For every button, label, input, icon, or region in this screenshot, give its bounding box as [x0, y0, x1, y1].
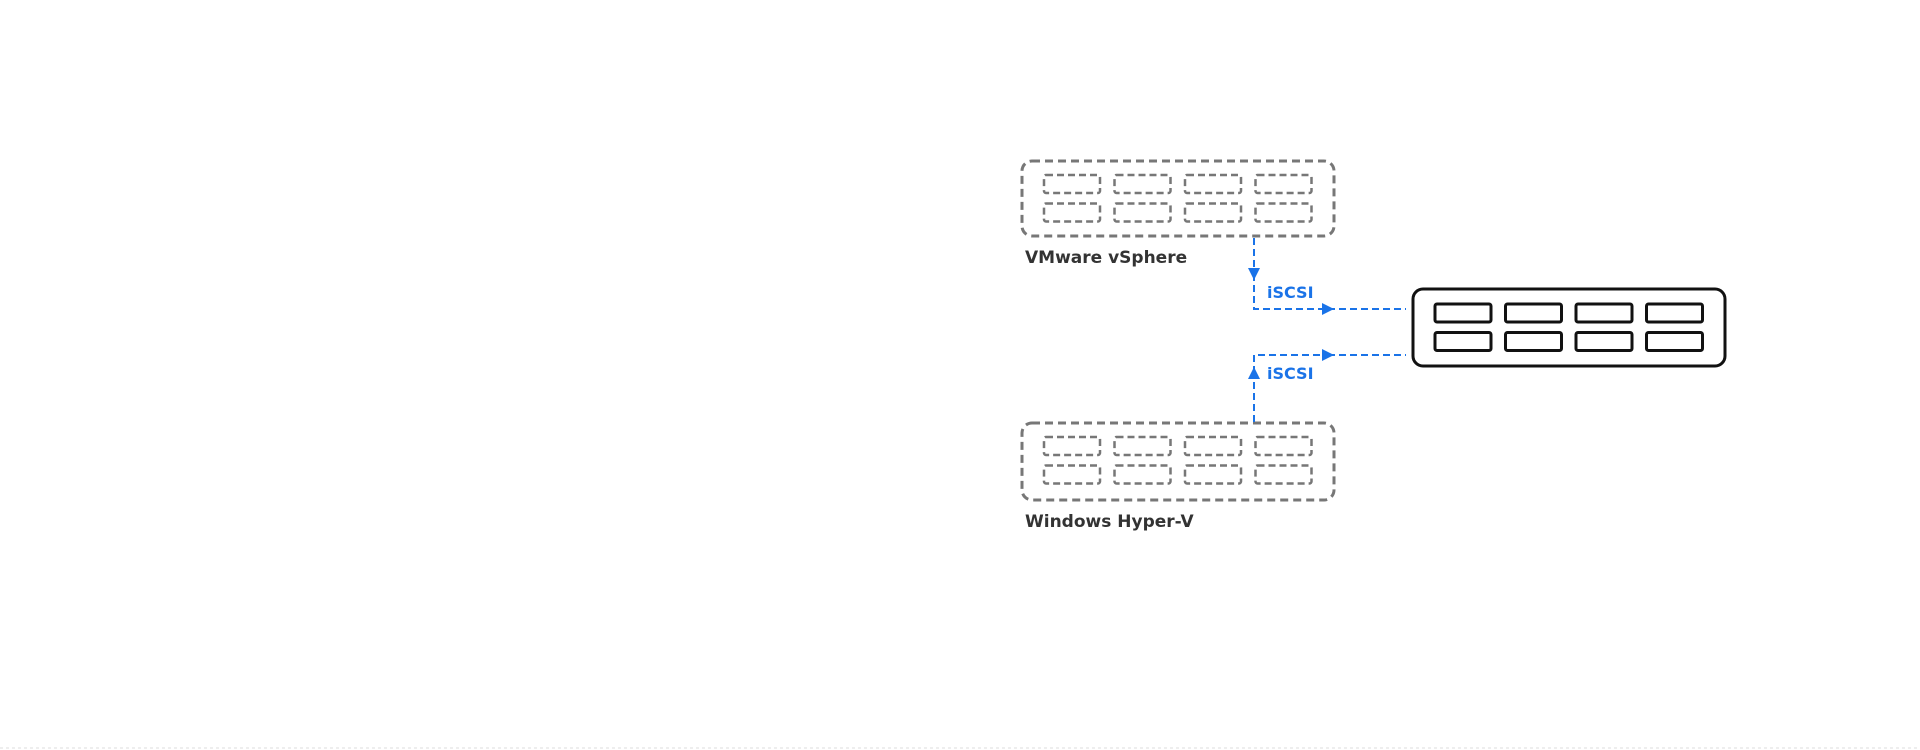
vsphere-slots	[1042, 173, 1313, 223]
slot	[1113, 173, 1172, 195]
slot	[1183, 173, 1243, 195]
vsphere-host-node: VMware vSphere	[1020, 159, 1336, 268]
slot	[1254, 173, 1313, 195]
hyperv-host-node: Windows Hyper-V	[1020, 421, 1336, 532]
slot	[1254, 202, 1313, 223]
slot	[1574, 302, 1634, 324]
slot	[1113, 464, 1172, 485]
iscsi-link-hyperv: iSCSI	[1248, 349, 1406, 422]
slot	[1254, 464, 1313, 485]
slot	[1645, 302, 1704, 324]
iscsi-link-vsphere: iSCSI	[1248, 238, 1406, 315]
iscsi-label-bottom: iSCSI	[1267, 364, 1314, 383]
slot	[1645, 331, 1704, 352]
iscsi-label-top: iSCSI	[1267, 283, 1314, 302]
slot	[1042, 173, 1102, 195]
storage-node	[1411, 287, 1727, 368]
slot	[1183, 202, 1243, 223]
slot	[1113, 435, 1172, 457]
slot	[1574, 331, 1634, 352]
vsphere-label: VMware vSphere	[1025, 248, 1187, 268]
slot	[1504, 302, 1563, 324]
hyperv-slots	[1042, 435, 1313, 485]
slot	[1042, 464, 1102, 485]
slot	[1433, 302, 1493, 324]
slot	[1504, 331, 1563, 352]
slot	[1042, 435, 1102, 457]
slot	[1113, 202, 1172, 223]
slot	[1433, 331, 1493, 352]
hyperv-label: Windows Hyper-V	[1025, 512, 1194, 532]
slot	[1183, 435, 1243, 457]
slot	[1042, 202, 1102, 223]
storage-slots	[1433, 302, 1704, 352]
slot	[1254, 435, 1313, 457]
slot	[1183, 464, 1243, 485]
